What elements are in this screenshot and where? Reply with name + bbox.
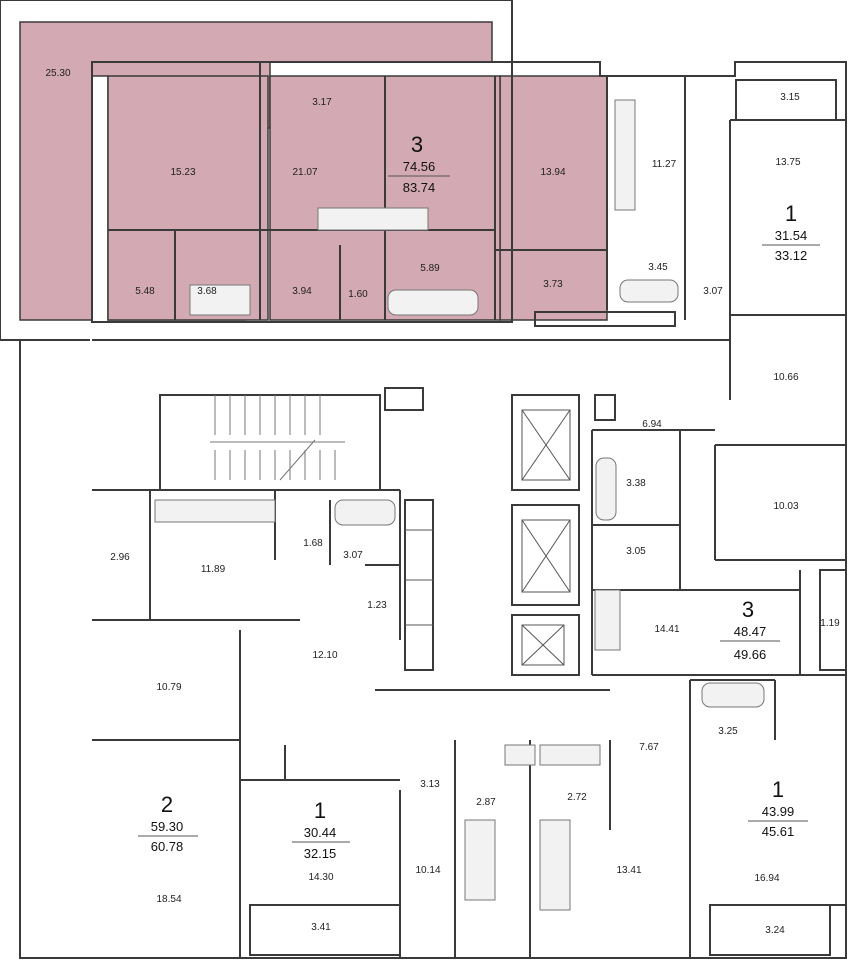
apartment-living-area: 30.44 — [304, 825, 337, 840]
room-area-labels: 25.30 15.23 3.17 21.07 13.94 5.48 3.68 3… — [45, 68, 840, 936]
room-area: 13.41 — [616, 865, 641, 876]
apartment-label-1-top-right: 1 31.54 33.12 — [762, 201, 820, 263]
apartment-total-area: 49.66 — [734, 647, 767, 662]
staircase — [159, 394, 381, 491]
room-area: 11.27 — [652, 159, 677, 170]
apartment-label-1-bottom-mid: 1 30.44 32.15 — [292, 798, 350, 861]
room-area: 3.17 — [312, 97, 332, 108]
balconies — [249, 79, 847, 956]
room-area: 3.15 — [780, 92, 800, 103]
apartment-label-3-right: 3 48.47 49.66 — [720, 597, 780, 662]
apartment-total-area: 83.74 — [403, 180, 436, 195]
room-area: 18.54 — [156, 894, 181, 905]
apartment-total-area: 45.61 — [762, 824, 795, 839]
room-area: 13.94 — [540, 167, 565, 178]
room-area: 10.03 — [773, 501, 798, 512]
room-area: 6.94 — [642, 419, 662, 430]
room-area: 3.73 — [543, 279, 563, 290]
room-area: 3.45 — [648, 262, 668, 273]
room-area: 3.94 — [292, 286, 312, 297]
room-area: 3.38 — [626, 478, 646, 489]
room-area: 10.79 — [156, 682, 181, 693]
room-area: 2.72 — [567, 792, 587, 803]
room-area: 3.13 — [420, 779, 440, 790]
room-area: 3.24 — [765, 925, 785, 936]
apartment-label-2-left: 2 59.30 60.78 — [138, 792, 198, 854]
apartment-label-3-top: 3 74.56 83.74 — [388, 132, 450, 195]
apartment-room-count: 2 — [161, 792, 173, 817]
apartment-label-1-bottom-right: 1 43.99 45.61 — [748, 777, 808, 839]
apartment-room-count: 1 — [785, 201, 797, 226]
room-area: 2.87 — [476, 797, 496, 808]
room-area: 14.30 — [308, 872, 333, 883]
room-area: 3.68 — [197, 286, 217, 297]
room-area: 3.07 — [703, 286, 723, 297]
room-area: 5.48 — [135, 286, 155, 297]
apartment-room-count: 1 — [314, 798, 326, 823]
room-area: 10.14 — [415, 865, 440, 876]
room-area: 16.94 — [754, 873, 779, 884]
room-area: 3.07 — [343, 550, 363, 561]
room-area: 1.23 — [367, 600, 387, 611]
room-area: 10.66 — [773, 372, 798, 383]
elevators — [384, 387, 616, 676]
apartment-total-area: 60.78 — [151, 839, 184, 854]
room-area: 5.89 — [420, 263, 440, 274]
room-area: 11.89 — [201, 564, 226, 575]
room-area: 21.07 — [292, 167, 317, 178]
apartment-living-area: 48.47 — [734, 624, 767, 639]
apartment-room-count: 3 — [742, 597, 754, 622]
room-area: 3.41 — [311, 922, 331, 933]
highlighted-apartment — [19, 21, 608, 321]
room-area: 15.23 — [170, 167, 195, 178]
apartment-total-area: 32.15 — [304, 846, 337, 861]
apartment-living-area: 31.54 — [775, 228, 808, 243]
apartment-room-count: 3 — [411, 132, 423, 157]
fixtures — [154, 99, 765, 911]
room-area: 2.96 — [110, 552, 130, 563]
room-area: 3.05 — [626, 546, 646, 557]
room-area: 1.19 — [820, 618, 840, 629]
apartment-living-area: 59.30 — [151, 819, 184, 834]
apartment-living-area: 74.56 — [403, 159, 436, 174]
room-area: 3.25 — [718, 726, 738, 737]
room-area: 14.41 — [654, 624, 679, 635]
apartment-living-area: 43.99 — [762, 804, 795, 819]
apartment-total-area: 33.12 — [775, 248, 808, 263]
apartment-room-count: 1 — [772, 777, 784, 802]
room-area: 7.67 — [639, 742, 659, 753]
room-area: 25.30 — [45, 68, 70, 79]
room-area: 1.60 — [348, 289, 368, 300]
room-area: 13.75 — [775, 157, 800, 168]
room-area: 12.10 — [312, 650, 337, 661]
room-area: 1.68 — [303, 538, 323, 549]
